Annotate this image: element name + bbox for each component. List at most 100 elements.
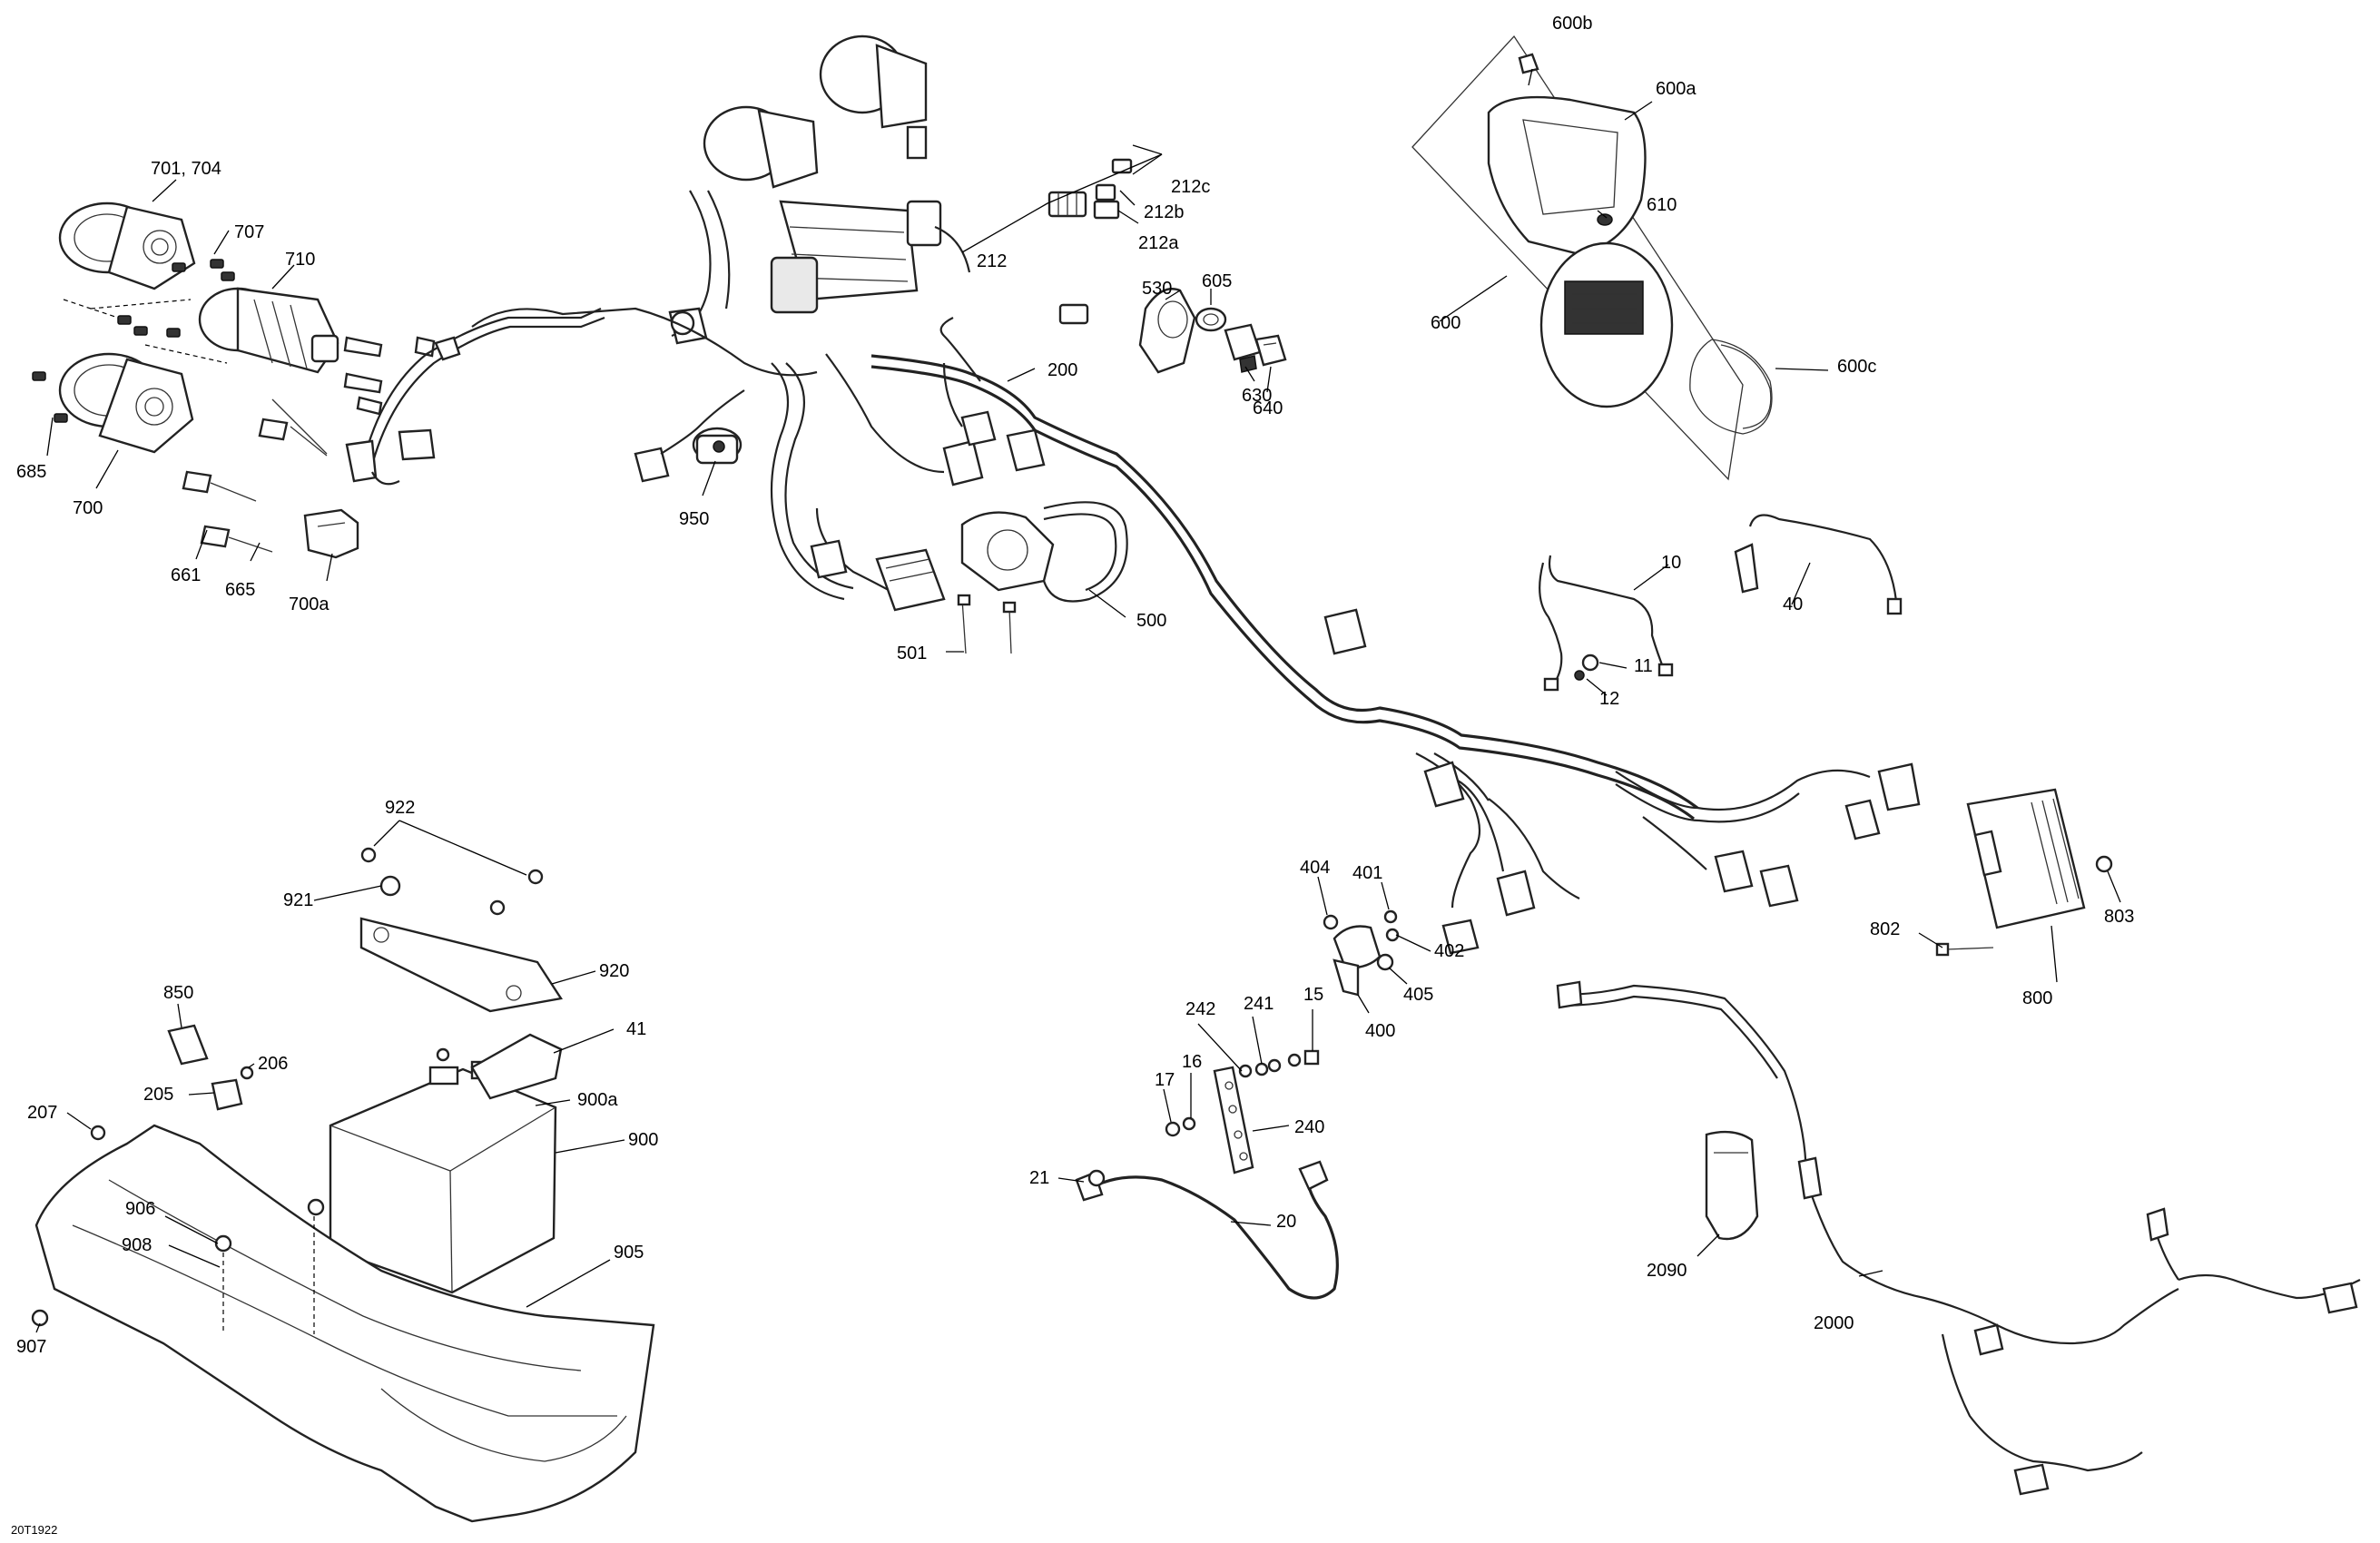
- label-600c: 600c: [1837, 357, 1876, 377]
- label-2000: 2000: [1814, 1313, 1854, 1333]
- main-harness-200: [471, 303, 1698, 821]
- headlight-700: [58, 352, 194, 454]
- label-205: 205: [143, 1085, 173, 1105]
- label-661: 661: [171, 565, 201, 585]
- label-605: 605: [1202, 271, 1232, 291]
- label-701-704: 701, 704: [151, 159, 221, 179]
- label-212: 212: [977, 251, 1007, 271]
- label-802: 802: [1870, 919, 1900, 939]
- label-908: 908: [122, 1235, 152, 1255]
- label-21: 21: [1029, 1168, 1049, 1188]
- label-405: 405: [1403, 985, 1433, 1005]
- label-40: 40: [1783, 595, 1803, 614]
- ring-605: [1195, 307, 1227, 332]
- connector-700a: [303, 508, 359, 559]
- projector-710: [198, 287, 339, 374]
- bracket-240: [1165, 1049, 1320, 1174]
- label-900: 900: [628, 1130, 658, 1150]
- label-242: 242: [1185, 999, 1215, 1019]
- label-212b: 212b: [1144, 202, 1185, 222]
- label-800: 800: [2022, 988, 2052, 1008]
- drawing-code: 20T1922: [11, 1523, 57, 1537]
- label-10: 10: [1661, 553, 1681, 573]
- clip-205-206: [211, 1066, 254, 1111]
- label-907: 907: [16, 1337, 46, 1357]
- label-700: 700: [73, 498, 103, 518]
- bracket-920: [359, 847, 563, 1013]
- label-905: 905: [614, 1243, 644, 1263]
- cable-40: [1734, 514, 1903, 615]
- label-241: 241: [1244, 994, 1274, 1014]
- right-harness: [1415, 752, 1921, 955]
- label-20: 20: [1276, 1212, 1296, 1232]
- label-921: 921: [283, 890, 313, 910]
- harness-2000: [1556, 980, 2361, 1496]
- label-16: 16: [1182, 1052, 1202, 1072]
- label-685: 685: [16, 462, 46, 482]
- label-207: 207: [27, 1103, 57, 1123]
- mounting-hardware: [182, 336, 436, 553]
- label-700a: 700a: [289, 595, 329, 614]
- module-800: [1935, 788, 2113, 957]
- label-906: 906: [125, 1199, 155, 1219]
- label-640: 640: [1253, 398, 1283, 418]
- label-200: 200: [1047, 360, 1077, 380]
- label-665: 665: [225, 580, 255, 600]
- label-950: 950: [679, 509, 709, 529]
- pedal-500: [957, 501, 1128, 654]
- label-402: 402: [1434, 941, 1464, 961]
- label-600b: 600b: [1552, 14, 1593, 34]
- headlight-assembly: [32, 201, 436, 559]
- label-206: 206: [258, 1054, 288, 1074]
- label-15: 15: [1303, 985, 1323, 1005]
- cable-20: [1075, 1160, 1339, 1300]
- label-630: 630: [1242, 386, 1272, 406]
- label-500: 500: [1136, 611, 1166, 631]
- label-240: 240: [1294, 1117, 1324, 1137]
- label-610: 610: [1647, 195, 1677, 215]
- callout-labels: 701, 704 707 710 685 700 661 665 700a 95…: [11, 14, 2134, 1537]
- label-400: 400: [1365, 1021, 1395, 1041]
- label-212c: 212c: [1171, 177, 1210, 197]
- label-920: 920: [599, 961, 629, 981]
- headlight-harness: [345, 307, 605, 486]
- cable-10: [1539, 555, 1674, 692]
- headlight-701: [58, 201, 196, 290]
- label-922: 922: [385, 798, 415, 818]
- connector-left-950: [634, 389, 745, 483]
- battery-tray-905: [31, 1124, 655, 1523]
- nut-11: [1581, 654, 1599, 672]
- label-600: 600: [1431, 313, 1460, 333]
- switch-530: [1138, 288, 1196, 374]
- key-switch-950: [692, 427, 743, 465]
- label-401: 401: [1352, 863, 1382, 883]
- label-850: 850: [163, 983, 193, 1003]
- label-501: 501: [897, 644, 927, 663]
- washer-12: [1574, 670, 1585, 681]
- clip-850: [167, 1024, 209, 1066]
- label-41: 41: [626, 1019, 646, 1039]
- label-404: 404: [1300, 858, 1330, 878]
- boot-2090: [1705, 1130, 1759, 1241]
- label-17: 17: [1155, 1070, 1175, 1090]
- gauge-600: [1411, 34, 1773, 481]
- label-212a: 212a: [1138, 233, 1179, 253]
- label-707: 707: [234, 222, 264, 242]
- screw-707-group: [32, 259, 235, 423]
- label-11: 11: [1634, 656, 1653, 676]
- label-2090: 2090: [1647, 1261, 1687, 1281]
- cover-41: [470, 1033, 563, 1100]
- label-530: 530: [1142, 279, 1172, 299]
- label-900a: 900a: [577, 1090, 618, 1110]
- head-light-cluster-top: [668, 34, 971, 345]
- label-710: 710: [285, 250, 315, 270]
- relay-400: [1323, 909, 1400, 997]
- label-803: 803: [2104, 907, 2134, 927]
- label-12: 12: [1599, 689, 1619, 709]
- leader-lines: [35, 68, 2121, 1333]
- switch-640: [1254, 334, 1287, 367]
- switch-630: [1224, 323, 1262, 373]
- fuse-block-212: [1047, 158, 1133, 220]
- label-600a: 600a: [1656, 79, 1696, 99]
